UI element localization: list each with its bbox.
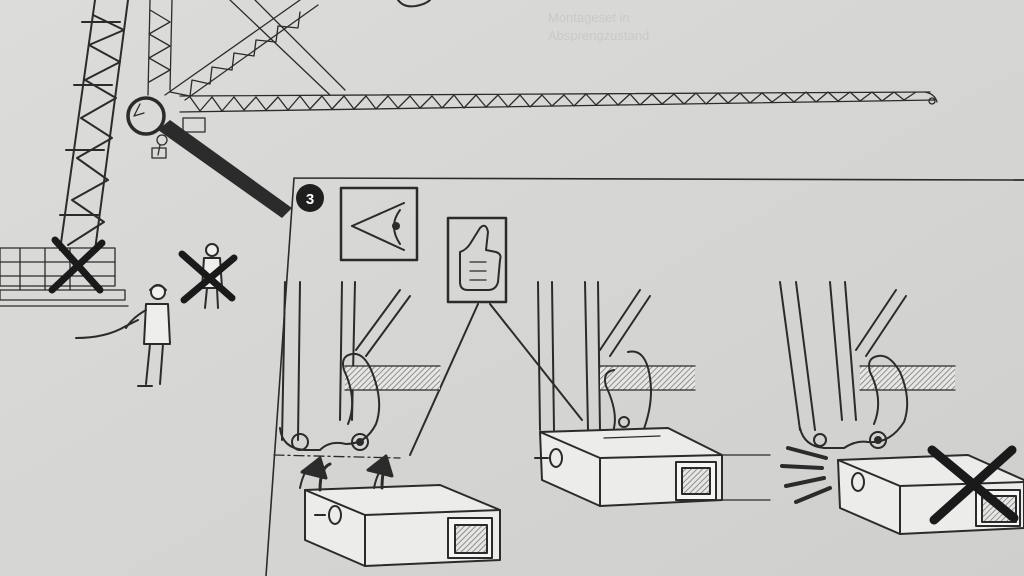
approval-pointers: [409, 303, 583, 456]
hook-block: [397, 0, 431, 8]
forbidden-x-crane-base: [48, 236, 106, 294]
show-through-line-1: Montageset in: [548, 10, 630, 25]
step-number-badge: 3: [296, 184, 324, 212]
incorrect-position-panel: [273, 281, 501, 567]
hook-lug-1: [279, 352, 381, 451]
show-through-text: Montageset in Absprengzustand: [548, 10, 649, 43]
crossbar-2: [600, 366, 695, 390]
forbidden-x-worker: [178, 250, 238, 304]
luffing-jib: [164, 0, 346, 101]
receiving-socket-2: [534, 427, 723, 507]
impact-lines: [780, 446, 832, 504]
forbidden-x-fault: [927, 445, 1019, 525]
step-3-frame: 3: [265, 177, 1024, 576]
correct-position-panel: [534, 281, 771, 507]
thumbs-up-icon: [446, 216, 508, 304]
fault-position-panel: [779, 281, 1024, 535]
crane-overview: [0, 0, 938, 387]
hook-lug-2: [604, 350, 652, 435]
worker-with-cable: [75, 284, 171, 387]
jib-root-detail: [151, 117, 206, 159]
detail-callout: [126, 96, 292, 218]
eye-icon: [339, 186, 419, 262]
crane-mast: [59, 0, 129, 251]
receiving-socket-1: [304, 484, 501, 567]
secondary-mast: [147, 0, 173, 96]
step-number-text: 3: [306, 191, 314, 208]
vertical-beam-1: [281, 281, 411, 441]
vertical-beam-2: [537, 281, 651, 431]
vertical-beam-3: [779, 281, 907, 431]
show-through-line-2: Absprengzustand: [548, 28, 649, 43]
alignment-arrows: [299, 454, 394, 492]
crossbar-3: [860, 366, 955, 390]
horizontal-jib: [179, 91, 938, 113]
crossbar-1: [345, 366, 440, 390]
hook-lug-3: [799, 354, 909, 449]
